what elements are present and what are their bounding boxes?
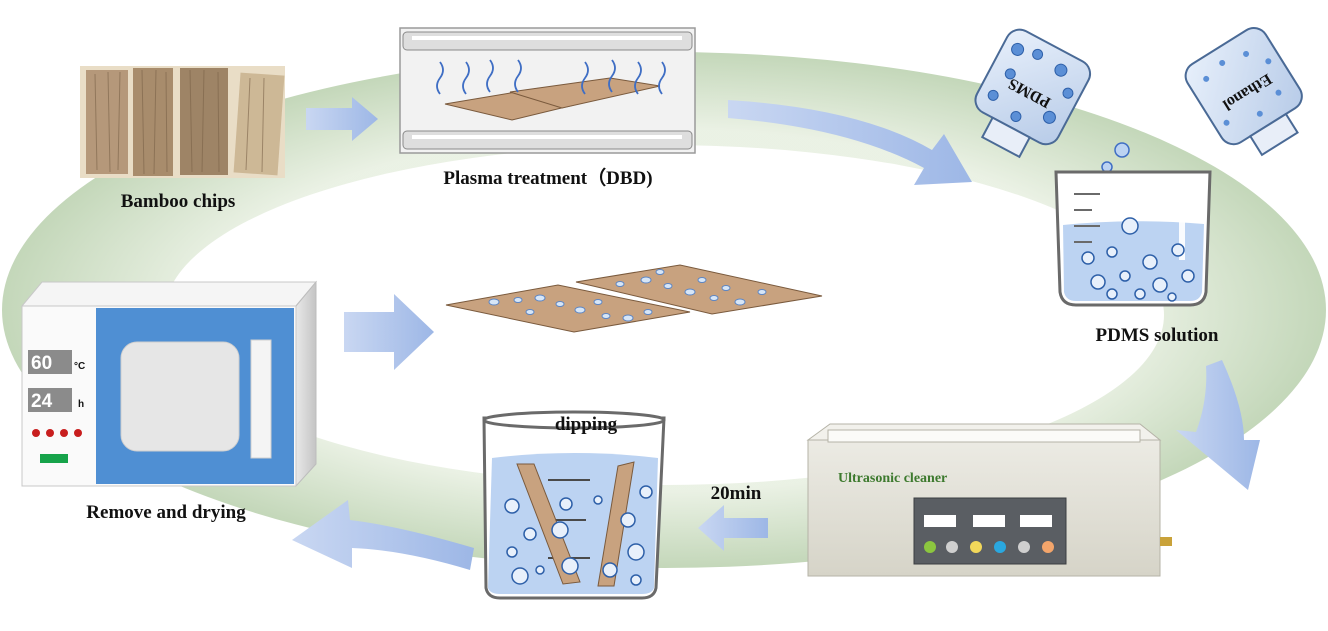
- pdms-solution-label: PDMS solution: [1096, 325, 1219, 346]
- arrow-to-product: [344, 294, 434, 370]
- arrow-to-ultrasonic: [1176, 360, 1260, 490]
- pdms-bottle: PDMS: [974, 28, 1092, 159]
- bamboo-chips-label: Bamboo chips: [121, 191, 236, 212]
- bamboo-chips-image: [80, 66, 285, 178]
- plasma-reactor: [399, 27, 696, 154]
- coated-bamboo-sheets: [445, 264, 823, 333]
- pdms-beaker: [1054, 170, 1212, 307]
- ultrasonic-label: Ultrasonic cleaner: [838, 471, 947, 486]
- duration-label: 20min: [711, 483, 762, 504]
- arrow-to-pdms: [728, 100, 972, 185]
- arrow-to-dipping: [698, 505, 768, 551]
- dipping-beaker: [482, 410, 666, 600]
- oven-temperature: 60: [31, 353, 52, 374]
- ethanol-bottle: Ethanol: [1184, 26, 1303, 157]
- plasma-label: Plasma treatment（DBD): [443, 166, 652, 189]
- arrow-to-drying: [292, 500, 474, 570]
- oven-time-unit: h: [78, 399, 84, 410]
- oven-temperature-unit: °C: [74, 361, 85, 372]
- oven-time: 24: [31, 391, 53, 412]
- dipping-label: dipping: [555, 414, 618, 435]
- drying-label: Remove and drying: [86, 502, 246, 523]
- ultrasonic-cleaner: [806, 423, 1172, 577]
- arrow-to-plasma: [306, 97, 378, 141]
- drying-oven: [20, 280, 318, 488]
